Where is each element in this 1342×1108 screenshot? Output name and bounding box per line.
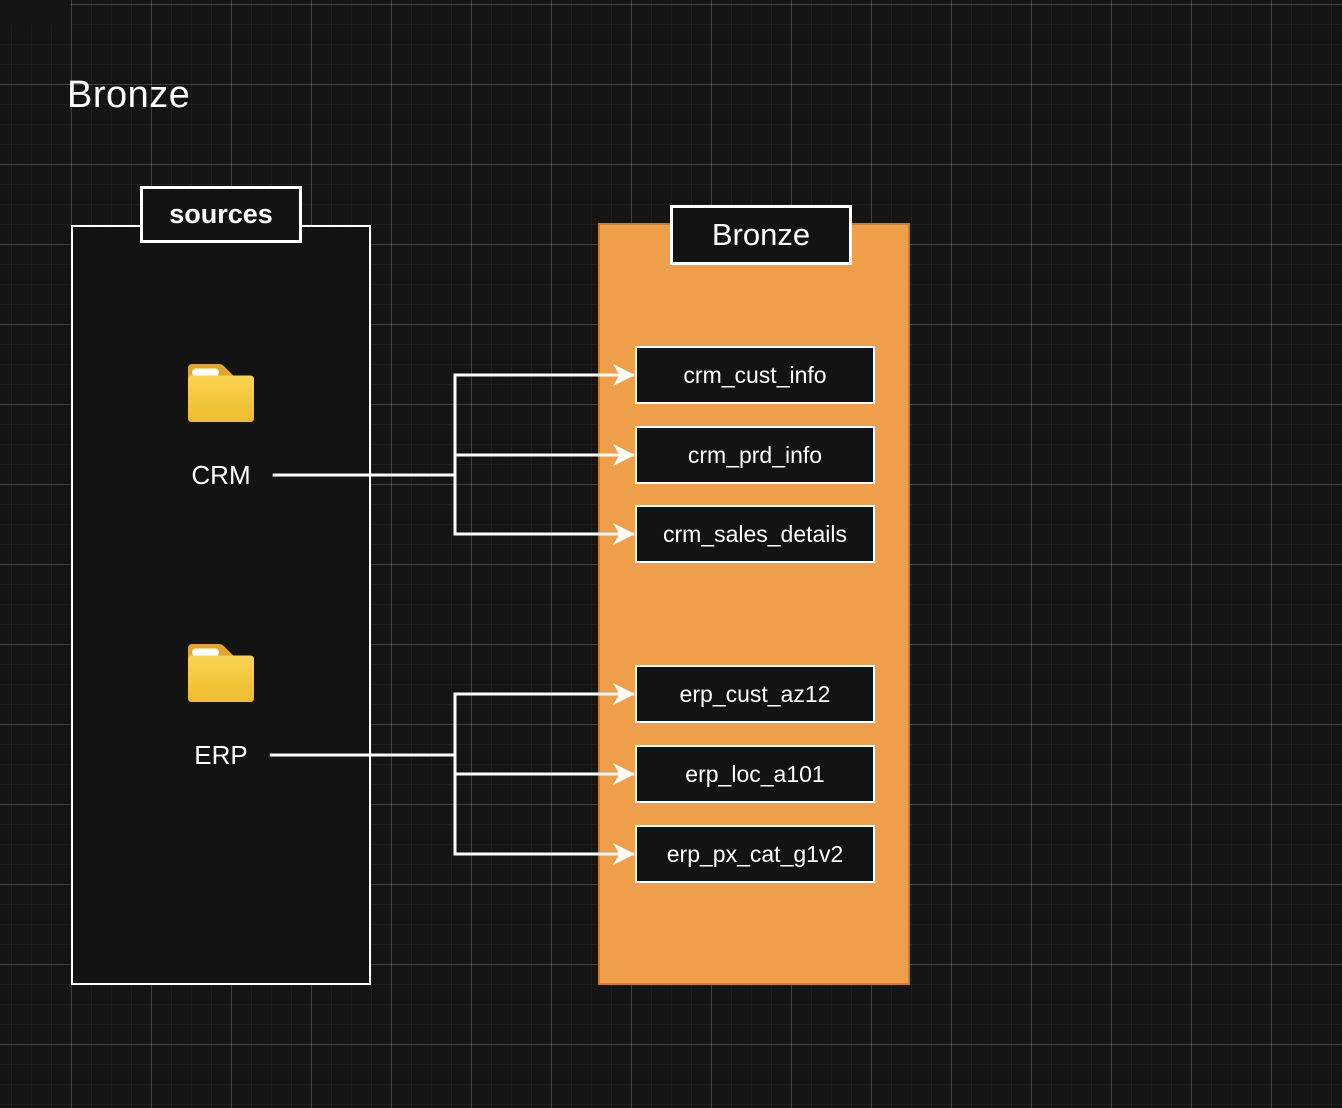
table-label: erp_px_cat_g1v2 xyxy=(666,840,844,867)
sources-label-text: sources xyxy=(169,199,273,229)
bronze-panel-label[interactable]: Bronze xyxy=(670,205,852,265)
page-title[interactable]: Bronze xyxy=(67,74,191,116)
table-box[interactable]: crm_sales_details xyxy=(635,505,875,563)
folder-icon xyxy=(188,364,254,422)
bronze-label-text: Bronze xyxy=(711,217,811,252)
folder-icon xyxy=(188,644,254,702)
table-label: erp_cust_az12 xyxy=(679,680,831,707)
table-box[interactable]: crm_cust_info xyxy=(635,346,875,404)
corner-patch xyxy=(0,0,71,25)
table-label: crm_cust_info xyxy=(683,361,827,388)
sources-panel[interactable] xyxy=(71,225,371,985)
source-node-label: ERP xyxy=(194,740,248,770)
source-node-erp[interactable]: ERP xyxy=(161,643,281,768)
source-node-label: CRM xyxy=(191,460,251,490)
table-label: crm_sales_details xyxy=(662,520,848,547)
table-label: erp_loc_a101 xyxy=(685,760,825,787)
table-box[interactable]: erp_px_cat_g1v2 xyxy=(635,825,875,883)
table-box[interactable]: crm_prd_info xyxy=(635,426,875,484)
source-node-crm[interactable]: CRM xyxy=(161,363,281,488)
sources-panel-label[interactable]: sources xyxy=(140,186,302,243)
table-label: crm_prd_info xyxy=(687,441,823,468)
table-box[interactable]: erp_loc_a101 xyxy=(635,745,875,803)
table-box[interactable]: erp_cust_az12 xyxy=(635,665,875,723)
